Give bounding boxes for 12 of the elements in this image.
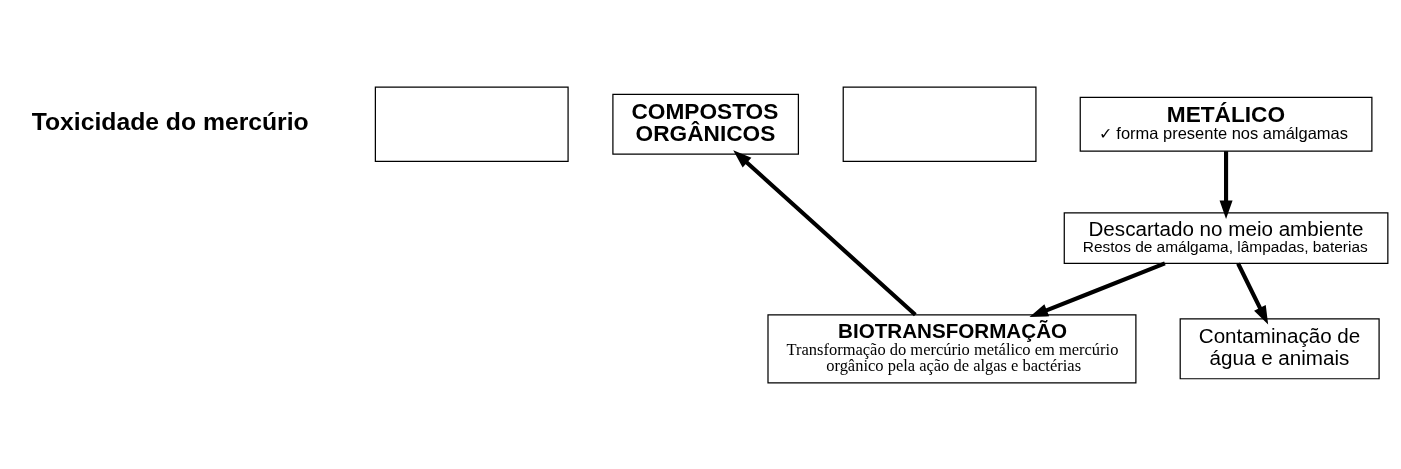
node-box: METÁLICO ✓ forma presente nos amálgamas	[1079, 96, 1373, 152]
arrow	[1219, 150, 1233, 219]
arrow	[733, 149, 917, 316]
label: Toxicidade do mercúrio	[31, 107, 309, 135]
node-box: Contaminação de água e animais	[1179, 317, 1380, 379]
node-box	[374, 86, 569, 162]
node-box: Descartado no meio ambiente Restos de amálgama, lâmpadas, baterias	[1063, 211, 1389, 264]
node-box: COMPOSTOS ORGÂNICOS	[612, 93, 799, 155]
node-box	[842, 86, 1037, 162]
arrow	[1029, 260, 1166, 317]
node-box: BIOTRANSFORMAÇÃO Transformação do mercúrio metálico em mercúrio orgânico pela ação de algas e bactérias	[767, 313, 1137, 383]
arrow	[1236, 262, 1269, 324]
